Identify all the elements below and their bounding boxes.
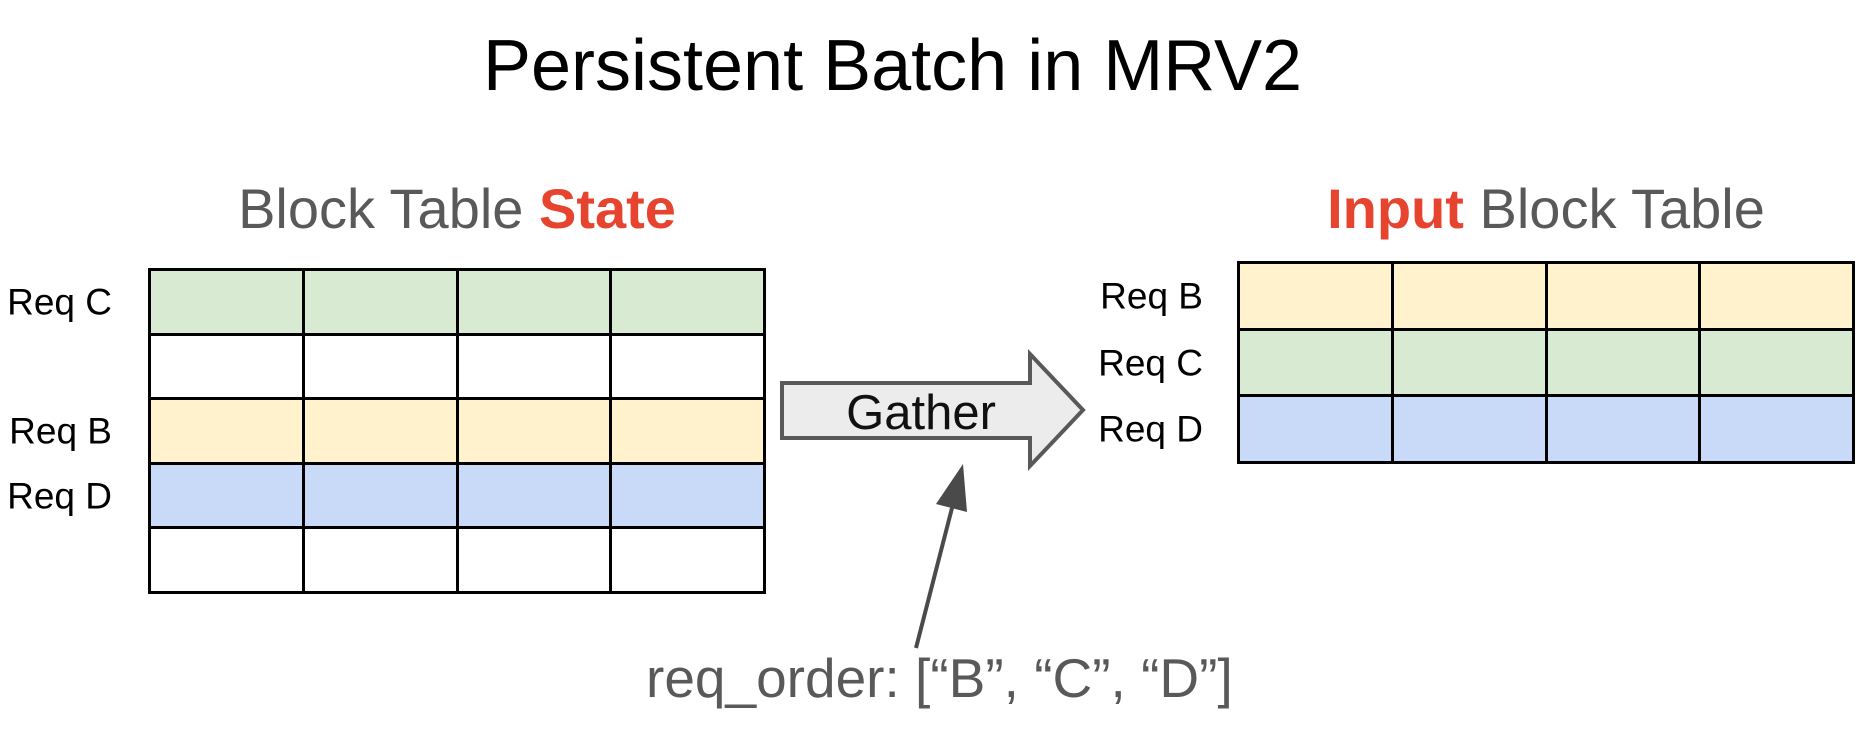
annotation-arrow-line	[914, 507, 954, 649]
table-cell	[1240, 330, 1391, 395]
table-cell	[304, 400, 456, 462]
row-label-req-d: Req D	[7, 475, 112, 517]
input-block-table-grid	[1237, 261, 1855, 464]
table-cell	[612, 464, 763, 527]
table-cell	[151, 529, 302, 591]
heading-right-normal-text: Block Table	[1463, 177, 1765, 240]
table-cell	[612, 271, 763, 333]
table-cell	[612, 529, 763, 591]
table-cell	[151, 464, 302, 527]
table-cell	[304, 464, 456, 527]
table-cell	[304, 529, 456, 591]
row-label-req-b: Req B	[9, 410, 112, 452]
table-cell	[151, 271, 302, 333]
table-cell	[151, 335, 302, 398]
table-cell	[1701, 397, 1852, 461]
table-cell	[1240, 397, 1391, 461]
table-cell	[1701, 330, 1852, 395]
table-cell	[458, 464, 610, 527]
table-cell	[458, 271, 610, 333]
table-cell	[1547, 264, 1699, 328]
table-cell	[458, 529, 610, 591]
row-label-req-d: Req D	[1098, 408, 1203, 450]
row-label-req-c: Req C	[7, 281, 112, 323]
heading-left-normal-text: Block Table	[238, 177, 539, 240]
input-block-table-heading: Input Block Table	[1237, 181, 1855, 237]
block-table-state-heading: Block Table State	[148, 181, 766, 237]
heading-right-emphasis-text: Input	[1327, 177, 1464, 240]
table-cell	[612, 335, 763, 398]
table-cell	[304, 335, 456, 398]
table-cell	[151, 400, 302, 462]
block-table-state-grid	[148, 268, 766, 594]
table-cell	[1393, 397, 1545, 461]
gather-arrow-label: Gather	[846, 386, 996, 440]
annotation-arrow-head-icon	[936, 464, 967, 512]
table-cell	[1393, 264, 1545, 328]
table-cell	[304, 271, 456, 333]
page-title: Persistent Batch in MRV2	[482, 26, 1303, 106]
table-cell	[1547, 397, 1699, 461]
table-cell	[1547, 330, 1699, 395]
req-order-annotation: req_order: [“B”, “C”, “D”]	[646, 647, 1233, 709]
table-cell	[1240, 264, 1391, 328]
row-label-req-c: Req C	[1098, 342, 1203, 383]
table-cell	[1393, 330, 1545, 395]
table-cell	[1701, 264, 1852, 328]
gather-arrow	[780, 348, 1086, 472]
table-cell	[458, 400, 610, 462]
table-cell	[612, 400, 763, 462]
table-cell	[458, 335, 610, 398]
row-label-req-b: Req B	[1100, 275, 1203, 317]
heading-left-emphasis-text: State	[538, 177, 676, 240]
